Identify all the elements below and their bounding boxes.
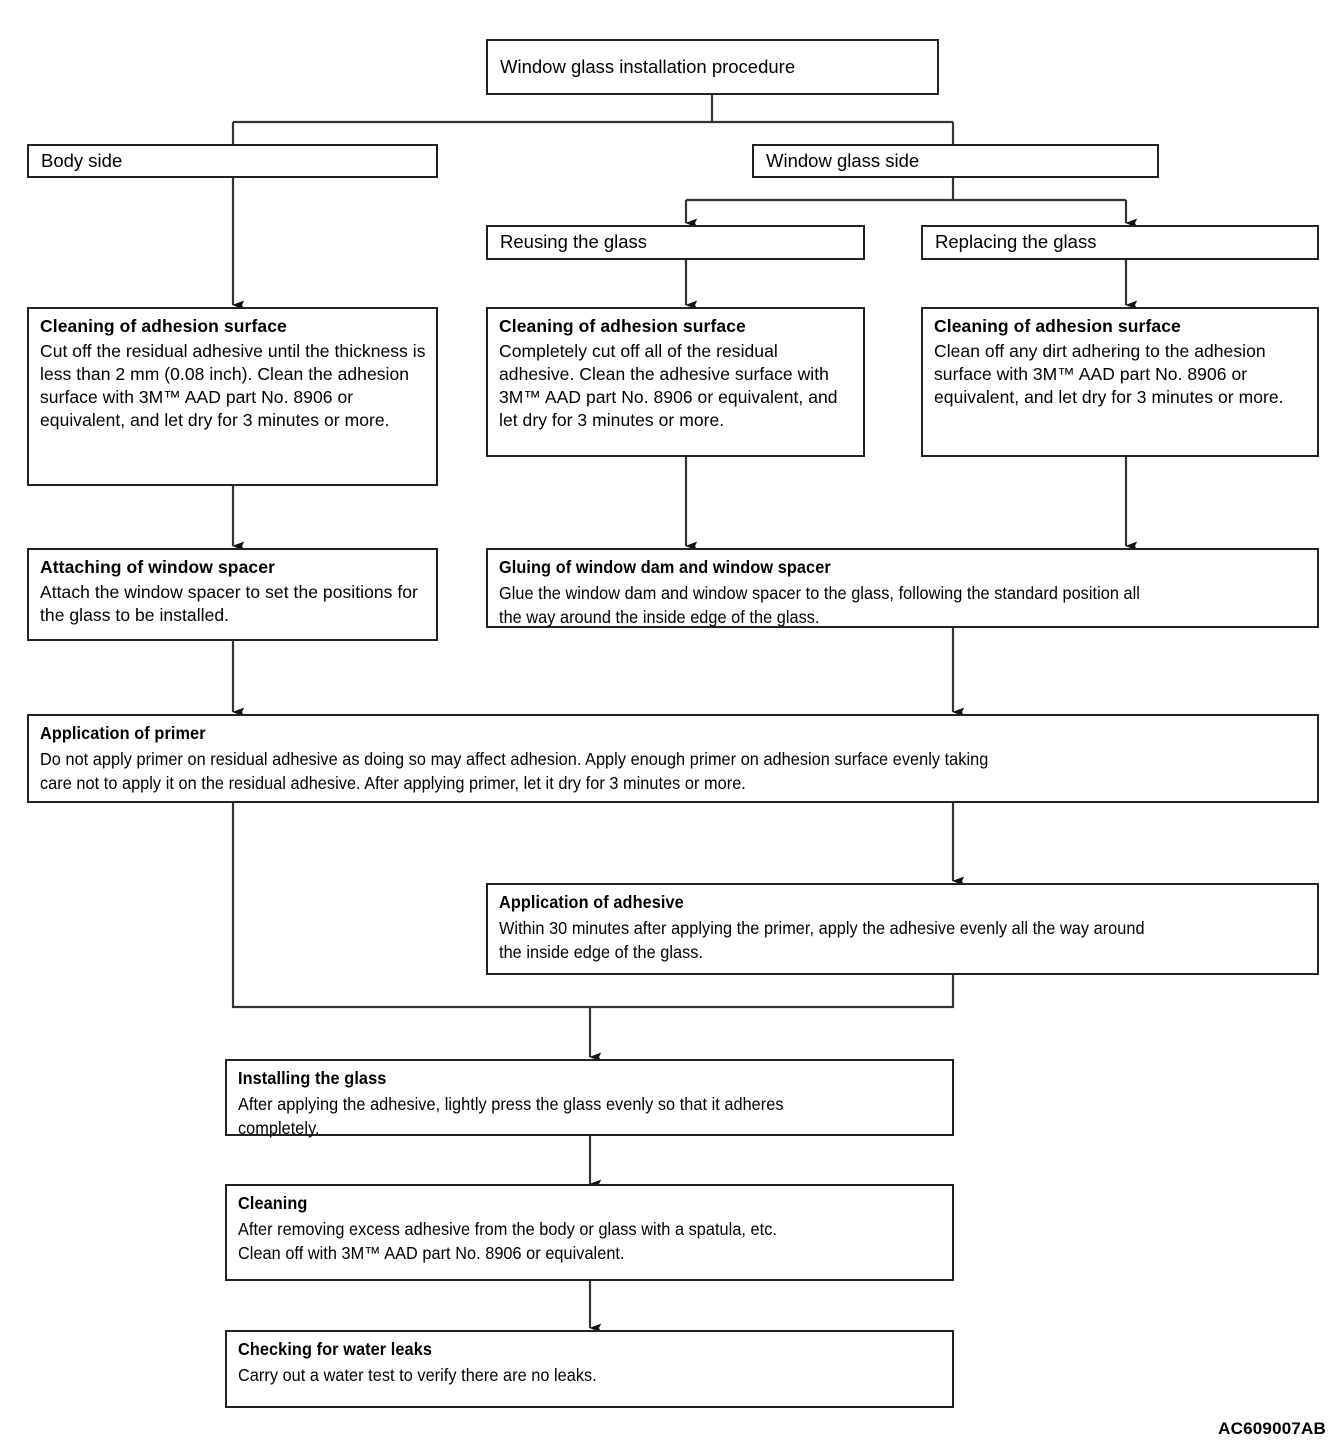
node-installing-the-glass-line1: After applying the adhesive, lightly pre… (238, 1093, 784, 1114)
node-application-of-adhesive-line2: the inside edge of the glass. (499, 941, 704, 962)
node-checking-water-leaks-line1: Carry out a water test to verify there a… (238, 1364, 597, 1385)
node-root-label: Window glass installation procedure (500, 55, 796, 77)
node-gluing-window-dam-line2: the way around the inside edge of the gl… (499, 606, 820, 627)
node-application-of-primer-line2: care not to apply it on the residual adh… (40, 772, 746, 793)
node-gluing-window-dam-line1: Glue the window dam and window spacer to… (499, 582, 1140, 603)
node-installing-the-glass[interactable]: Installing the glass After applying the … (225, 1059, 954, 1138)
node-reusing-the-glass[interactable]: Reusing the glass (486, 225, 865, 260)
node-replacing-the-glass-label: Replacing the glass (935, 231, 1097, 253)
node-body-side[interactable]: Body side (27, 144, 438, 178)
node-cleaning-title: Cleaning (238, 1193, 308, 1213)
node-application-of-adhesive-title: Application of adhesive (499, 892, 684, 912)
node-cleaning-line1: After removing excess adhesive from the … (238, 1218, 777, 1239)
node-checking-water-leaks-title: Checking for water leaks (238, 1339, 432, 1359)
node-application-of-primer-title: Application of primer (40, 723, 206, 743)
node-replacing-the-glass[interactable]: Replacing the glass (921, 225, 1319, 260)
node-cleaning-adhesion-reuse-text: Completely cut off all of the residual a… (499, 341, 838, 431)
node-root[interactable]: Window glass installation procedure (486, 39, 939, 95)
node-cleaning-adhesion-replace[interactable]: Cleaning of adhesion surface Clean off a… (921, 307, 1319, 457)
node-application-of-primer-line1: Do not apply primer on residual adhesive… (40, 748, 989, 769)
node-cleaning-adhesion-reuse[interactable]: Cleaning of adhesion surface Completely … (486, 307, 865, 457)
node-cleaning-adhesion-body[interactable]: Cleaning of adhesion surface Cut off the… (27, 307, 438, 486)
node-reusing-the-glass-label: Reusing the glass (500, 231, 648, 253)
reference-code: AC609007AB (1218, 1419, 1326, 1438)
node-cleaning-adhesion-reuse-title: Cleaning of adhesion surface (499, 316, 746, 336)
node-attaching-window-spacer-title: Attaching of window spacer (40, 557, 275, 577)
node-cleaning-line2: Clean off with 3M™ AAD part No. 8906 or … (238, 1242, 625, 1263)
node-installing-the-glass-title: Installing the glass (238, 1068, 387, 1088)
node-window-glass-side[interactable]: Window glass side (752, 144, 1159, 178)
node-application-of-adhesive[interactable]: Application of adhesive Within 30 minute… (486, 883, 1319, 975)
node-cleaning-adhesion-body-text: Cut off the residual adhesive until the … (40, 341, 426, 431)
node-application-of-adhesive-line1: Within 30 minutes after applying the pri… (499, 917, 1145, 938)
node-window-glass-side-label: Window glass side (766, 149, 920, 171)
node-installing-the-glass-line2: completely. (238, 1117, 320, 1138)
node-cleaning-adhesion-body-title: Cleaning of adhesion surface (40, 316, 287, 336)
node-attaching-window-spacer[interactable]: Attaching of window spacer Attach the wi… (27, 548, 438, 641)
node-gluing-window-dam-title: Gluing of window dam and window spacer (499, 557, 831, 577)
node-gluing-window-dam[interactable]: Gluing of window dam and window spacer G… (486, 548, 1319, 628)
node-body-side-label: Body side (41, 149, 123, 171)
node-cleaning-adhesion-replace-title: Cleaning of adhesion surface (934, 316, 1181, 336)
node-cleaning-adhesion-replace-text: Clean off any dirt adhering to the adhes… (934, 341, 1284, 408)
node-checking-water-leaks[interactable]: Checking for water leaks Carry out a wat… (225, 1330, 954, 1408)
node-cleaning[interactable]: Cleaning After removing excess adhesive … (225, 1184, 954, 1281)
node-attaching-window-spacer-text: Attach the window spacer to set the posi… (40, 582, 418, 626)
node-application-of-primer[interactable]: Application of primer Do not apply prime… (27, 714, 1319, 803)
